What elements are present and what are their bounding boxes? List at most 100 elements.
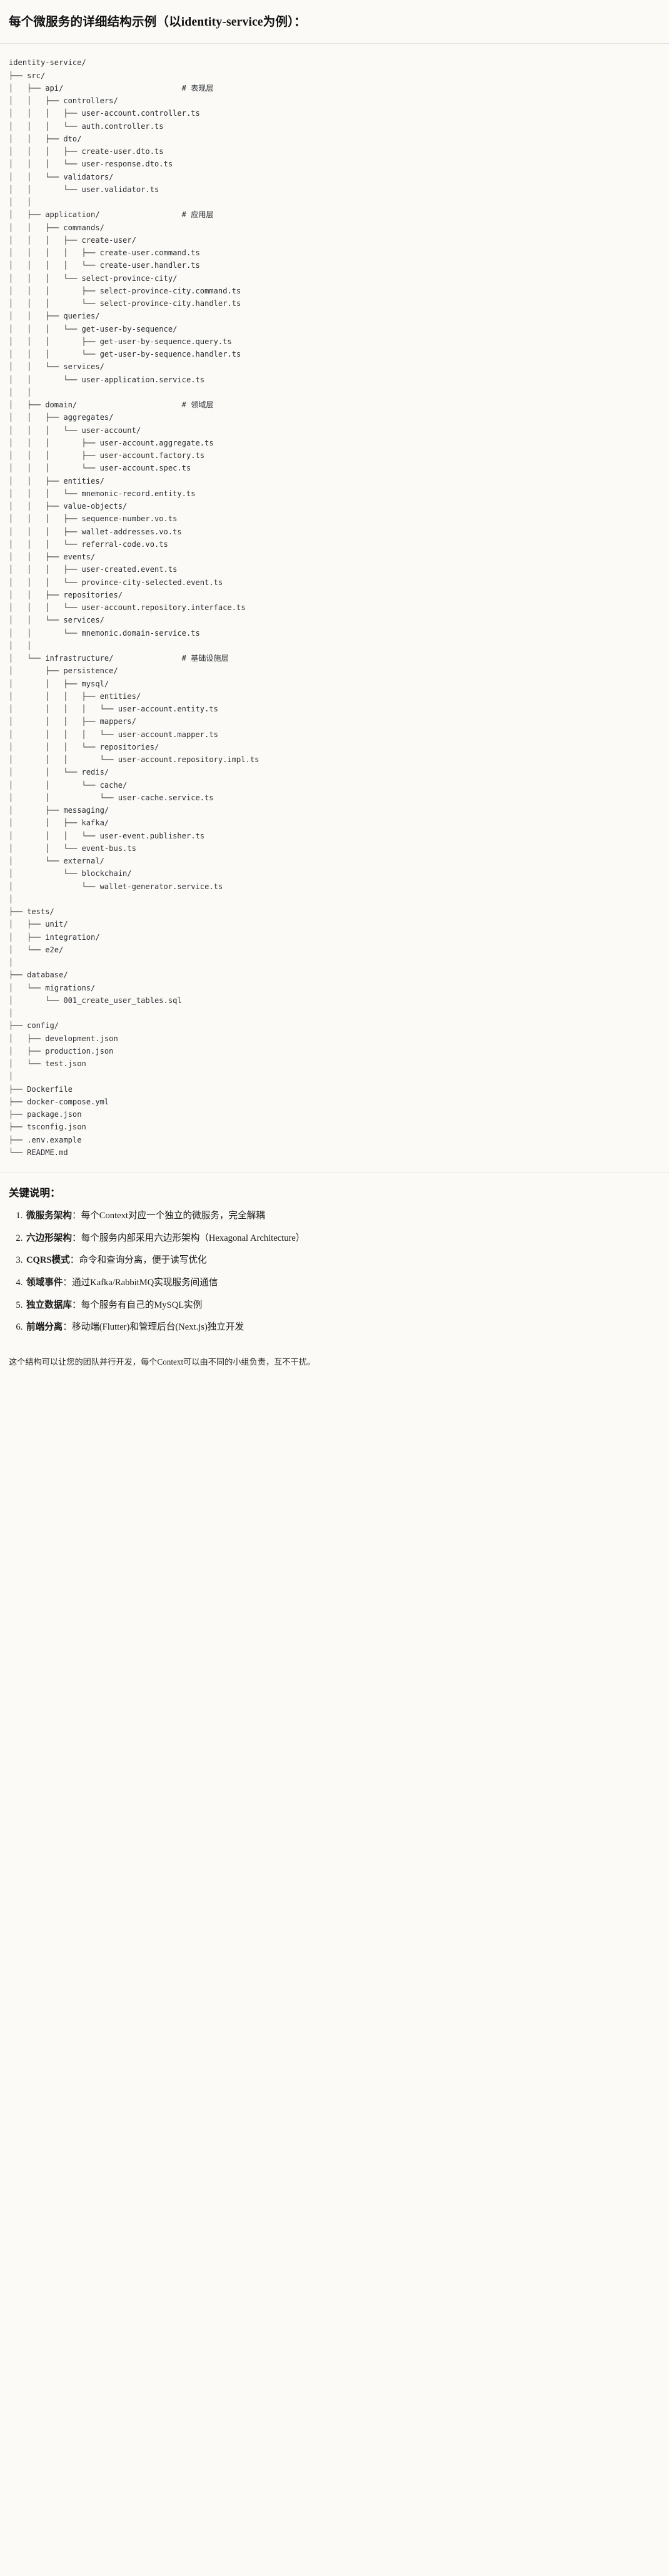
tree-line: │ └── blockchain/ bbox=[9, 869, 132, 878]
tree-line: │ │ │ └── user-response.dto.ts bbox=[9, 160, 173, 169]
tree-line: │ │ │ ├── mappers/ bbox=[9, 717, 136, 726]
note-item-text: ：通过Kafka/RabbitMQ实现服务间通信 bbox=[63, 1277, 218, 1288]
page-root: 每个微服务的详细结构示例（以identity-service为例）： ident… bbox=[0, 0, 669, 1383]
tree-line: │ └── e2e/ bbox=[9, 945, 64, 954]
tree-line: │ bbox=[9, 894, 14, 904]
tree-line: │ │ ├── events/ bbox=[9, 552, 96, 562]
note-item-text: ：命令和查询分离，便于读写优化 bbox=[69, 1255, 207, 1266]
note-item: 微服务架构：每个Context对应一个独立的微服务，完全解耦 bbox=[25, 1209, 660, 1223]
tree-line: │ │ bbox=[9, 641, 32, 650]
tree-line: │ ├── unit/ bbox=[9, 920, 68, 929]
tree-line: │ │ │ │ └── create-user.handler.ts bbox=[9, 261, 200, 270]
note-item-text: ：每个Context对应一个独立的微服务，完全解耦 bbox=[71, 1211, 265, 1221]
page-title: 每个微服务的详细结构示例（以identity-service为例）： bbox=[9, 16, 306, 29]
tree-line: │ ├── messaging/ bbox=[9, 806, 109, 815]
tree-line: │ │ └── event-bus.ts bbox=[9, 843, 136, 853]
note-item-key: CQRS模式 bbox=[26, 1255, 70, 1266]
tree-line: │ │ │ └── user-account.spec.ts bbox=[9, 464, 191, 473]
tree-line: │ │ │ └── user-account.repository.impl.t… bbox=[9, 755, 259, 765]
note-item-key: 领域事件 bbox=[26, 1277, 63, 1288]
tree-line: │ bbox=[9, 958, 14, 967]
header-section: 每个微服务的详细结构示例（以identity-service为例）： bbox=[0, 0, 669, 44]
tree-line: │ └── external/ bbox=[9, 857, 104, 866]
tree-line: │ │ │ ├── sequence-number.vo.ts bbox=[9, 514, 178, 524]
tree-line: │ │ │ └── auth.controller.ts bbox=[9, 121, 164, 131]
tree-line: │ │ └── services/ bbox=[9, 616, 104, 625]
tree-line: │ │ ├── controllers/ bbox=[9, 96, 118, 106]
directory-tree-section: identity-service/├── src/│ ├── api/ # 表现… bbox=[0, 44, 669, 1174]
tree-line: │ │ │ └── select-province-city.handler.t… bbox=[9, 299, 241, 308]
tree-line: │ │ │ └── user-event.publisher.ts bbox=[9, 831, 205, 840]
directory-tree: identity-service/├── src/│ ├── api/ # 表现… bbox=[9, 56, 660, 1159]
tree-line: │ │ │ ├── entities/ bbox=[9, 691, 141, 701]
tree-line: │ │ bbox=[9, 198, 32, 207]
tree-line: │ │ ├── mysql/ bbox=[9, 679, 109, 688]
notes-title: 关键说明： bbox=[9, 1187, 61, 1199]
tree-line: ├── tsconfig.json bbox=[9, 1123, 86, 1132]
tree-line: │ │ │ ├── select-province-city.command.t… bbox=[9, 286, 241, 295]
directory-tree-code: identity-service/├── src/│ ├── api/ # 表现… bbox=[9, 56, 660, 1159]
note-item: 领域事件：通过Kafka/RabbitMQ实现服务间通信 bbox=[25, 1276, 660, 1290]
tree-line: │ │ ├── dto/ bbox=[9, 134, 82, 143]
tree-line: │ │ │ └── province-city-selected.event.t… bbox=[9, 578, 223, 587]
footer-note: 这个结构可以让您的团队并行开发，每个Context可以由不同的小组负责，互不干扰… bbox=[0, 1348, 669, 1383]
tree-line: │ │ └── user-application.service.ts bbox=[9, 375, 205, 384]
tree-line: │ ├── persistence/ bbox=[9, 666, 118, 676]
tree-line: │ │ │ └── user-account.repository.interf… bbox=[9, 603, 246, 613]
tree-line: │ │ │ ├── create-user.dto.ts bbox=[9, 147, 164, 156]
tree-line: │ └── test.json bbox=[9, 1059, 86, 1069]
note-item: 前端分离：移动端(Flutter)和管理后台(Next.js)独立开发 bbox=[25, 1320, 660, 1335]
tree-line: │ │ bbox=[9, 387, 32, 397]
tree-line: │ │ │ └── get-user-by-sequence.handler.t… bbox=[9, 350, 241, 359]
tree-line: │ │ │ ├── user-account.controller.ts bbox=[9, 109, 200, 118]
tree-line: │ bbox=[9, 1009, 14, 1018]
tree-line: │ │ ├── queries/ bbox=[9, 312, 100, 321]
tree-line: identity-service/ bbox=[9, 58, 86, 68]
tree-line: │ ├── production.json bbox=[9, 1046, 114, 1056]
note-item-text: ：每个服务有自己的MySQL实例 bbox=[71, 1300, 203, 1310]
note-item-key: 前端分离 bbox=[26, 1322, 63, 1333]
tree-line: ├── .env.example bbox=[9, 1135, 82, 1144]
tree-line: └── README.md bbox=[9, 1148, 68, 1157]
tree-line: │ │ │ │ ├── create-user.command.ts bbox=[9, 248, 200, 258]
tree-line: │ │ │ └── select-province-city/ bbox=[9, 273, 178, 283]
note-item-key: 独立数据库 bbox=[26, 1300, 72, 1310]
tree-line: │ │ │ ├── user-account.factory.ts bbox=[9, 451, 205, 461]
tree-line: │ ├── domain/ # 领域层 bbox=[9, 400, 214, 410]
tree-line: │ bbox=[9, 1072, 14, 1081]
tree-line: │ ├── development.json bbox=[9, 1034, 118, 1043]
note-item: 独立数据库：每个服务有自己的MySQL实例 bbox=[25, 1298, 660, 1313]
note-item-text: ：每个服务内部采用六边形架构（Hexagonal Architecture） bbox=[71, 1233, 305, 1243]
notes-list: 微服务架构：每个Context对应一个独立的微服务，完全解耦六边形架构：每个服务… bbox=[9, 1209, 660, 1335]
tree-line: │ └── wallet-generator.service.ts bbox=[9, 882, 223, 891]
note-item: 六边形架构：每个服务内部采用六边形架构（Hexagonal Architectu… bbox=[25, 1231, 660, 1246]
tree-line: ├── tests/ bbox=[9, 907, 54, 917]
tree-line: │ │ │ ├── get-user-by-sequence.query.ts bbox=[9, 337, 232, 346]
tree-line: │ └── infrastructure/ # 基础设施层 bbox=[9, 654, 229, 663]
tree-line: ├── config/ bbox=[9, 1021, 59, 1031]
tree-line: │ │ │ ├── wallet-addresses.vo.ts bbox=[9, 527, 182, 536]
tree-line: │ │ └── user.validator.ts bbox=[9, 185, 159, 194]
tree-line: │ │ │ ├── user-created.event.ts bbox=[9, 565, 178, 574]
tree-line: ├── Dockerfile bbox=[9, 1084, 73, 1094]
tree-line: │ │ └── cache/ bbox=[9, 780, 128, 790]
tree-line: │ │ │ │ └── user-account.mapper.ts bbox=[9, 730, 218, 739]
tree-line: │ │ ├── value-objects/ bbox=[9, 502, 128, 511]
tree-line: │ ├── application/ # 应用层 bbox=[9, 210, 214, 220]
tree-line: │ │ ├── entities/ bbox=[9, 476, 104, 486]
tree-line: │ ├── integration/ bbox=[9, 932, 100, 942]
tree-line: │ │ │ └── referral-code.vo.ts bbox=[9, 539, 168, 549]
tree-line: │ │ ├── kafka/ bbox=[9, 818, 109, 828]
tree-line: │ │ │ └── mnemonic-record.entity.ts bbox=[9, 489, 196, 498]
tree-line: │ │ ├── aggregates/ bbox=[9, 413, 114, 422]
notes-section: 关键说明： 微服务架构：每个Context对应一个独立的微服务，完全解耦六边形架… bbox=[0, 1173, 669, 1349]
tree-line: │ │ ├── repositories/ bbox=[9, 590, 123, 599]
tree-line: │ ├── api/ # 表现层 bbox=[9, 83, 214, 93]
tree-line: │ └── 001_create_user_tables.sql bbox=[9, 995, 182, 1005]
tree-line: │ │ └── user-cache.service.ts bbox=[9, 793, 214, 802]
note-item-key: 微服务架构 bbox=[26, 1211, 72, 1221]
tree-line: │ │ │ ├── user-account.aggregate.ts bbox=[9, 438, 214, 447]
tree-line: │ │ │ │ └── user-account.entity.ts bbox=[9, 705, 218, 714]
tree-line: │ └── migrations/ bbox=[9, 983, 96, 992]
tree-line: ├── database/ bbox=[9, 970, 68, 980]
